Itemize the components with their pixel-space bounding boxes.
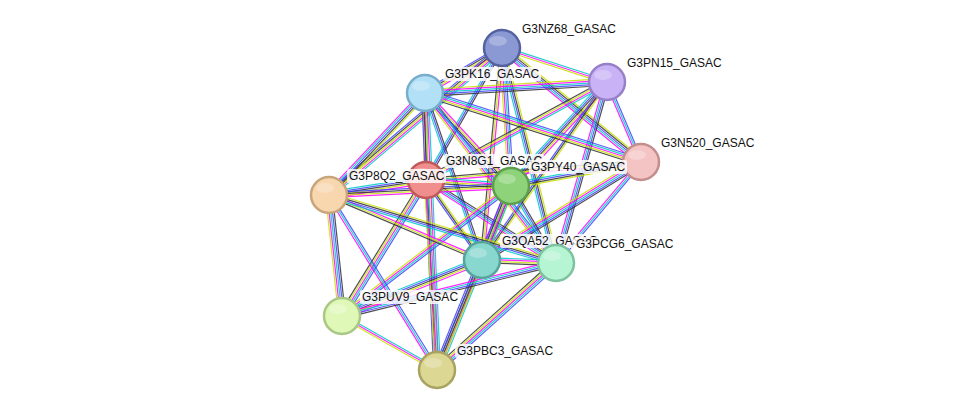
evidence-line: [500, 263, 538, 265]
protein-node: G3NZ68_GASAC: [484, 30, 520, 66]
evidence-line: [500, 258, 538, 260]
interaction-edge: [346, 198, 540, 261]
protein-node: G3PBC3_GASAC: [419, 352, 455, 388]
evidence-line: [613, 99, 633, 146]
node-label: G3PUV9_GASAC: [360, 290, 460, 304]
evidence-line: [346, 203, 539, 261]
node-circle: [587, 62, 627, 102]
evidence-line: [347, 199, 540, 257]
evidence-line: [346, 201, 539, 259]
evidence-line: [339, 210, 428, 354]
evidence-line: [614, 99, 634, 146]
protein-node: G3N520_GASAC: [623, 144, 659, 180]
evidence-line: [443, 95, 625, 153]
evidence-line: [500, 262, 538, 264]
evidence-line: [359, 265, 538, 309]
node-circle: [309, 175, 349, 215]
protein-node: G3QA52_GASAC: [464, 242, 500, 278]
evidence-line: [358, 325, 422, 361]
evidence-line: [357, 326, 421, 362]
interaction-edge: [357, 323, 422, 362]
evidence-line: [443, 80, 589, 89]
interaction-edge: [500, 258, 538, 265]
evidence-line: [444, 203, 505, 354]
node-circle: [462, 240, 502, 280]
interaction-edge: [613, 98, 636, 146]
evidence-line: [329, 213, 338, 298]
protein-node: G3PY40_GASAC: [493, 168, 529, 204]
node-circle: [405, 73, 445, 113]
evidence-line: [500, 260, 538, 262]
protein-node: G3PK16_GASAC: [407, 75, 443, 111]
node-circle: [491, 166, 531, 206]
evidence-line: [358, 199, 499, 307]
protein-node: G3P8Q2_GASAC: [311, 177, 347, 213]
node-label: G3P8Q2_GASAC: [347, 169, 446, 183]
node-label: G3PK16_GASAC: [443, 67, 541, 81]
node-label: G3PN15_GASAC: [625, 56, 724, 70]
interaction-edge: [443, 80, 589, 96]
node-circle: [417, 350, 457, 390]
interaction-edge: [441, 95, 625, 160]
node-circle: [482, 28, 522, 68]
evidence-line: [616, 98, 636, 145]
evidence-line: [357, 264, 464, 307]
evidence-line: [359, 268, 466, 311]
evidence-line: [340, 209, 429, 353]
node-label: G3PY40_GASAC: [529, 160, 627, 174]
node-circle: [322, 296, 362, 336]
evidence-line: [443, 81, 589, 90]
node-label: G3PBC3_GASAC: [455, 344, 555, 358]
evidence-line: [328, 213, 337, 298]
protein-node: G3PCG6_GASAC: [538, 245, 574, 281]
node-circle: [536, 243, 576, 283]
evidence-line: [441, 88, 590, 169]
node-label: G3NZ68_GASAC: [520, 22, 618, 36]
interaction-edge: [422, 111, 439, 352]
node-label: G3PCG6_GASAC: [574, 237, 675, 251]
protein-node: G3PN15_GASAC: [589, 64, 625, 100]
evidence-line: [442, 99, 624, 157]
interaction-edge: [328, 213, 344, 299]
evidence-line: [359, 267, 538, 311]
evidence-line: [359, 323, 423, 359]
evidence-line: [448, 273, 540, 356]
node-label: G3N520_GASAC: [659, 136, 756, 150]
evidence-line: [360, 268, 539, 312]
protein-node: G3PUV9_GASAC: [324, 298, 360, 334]
